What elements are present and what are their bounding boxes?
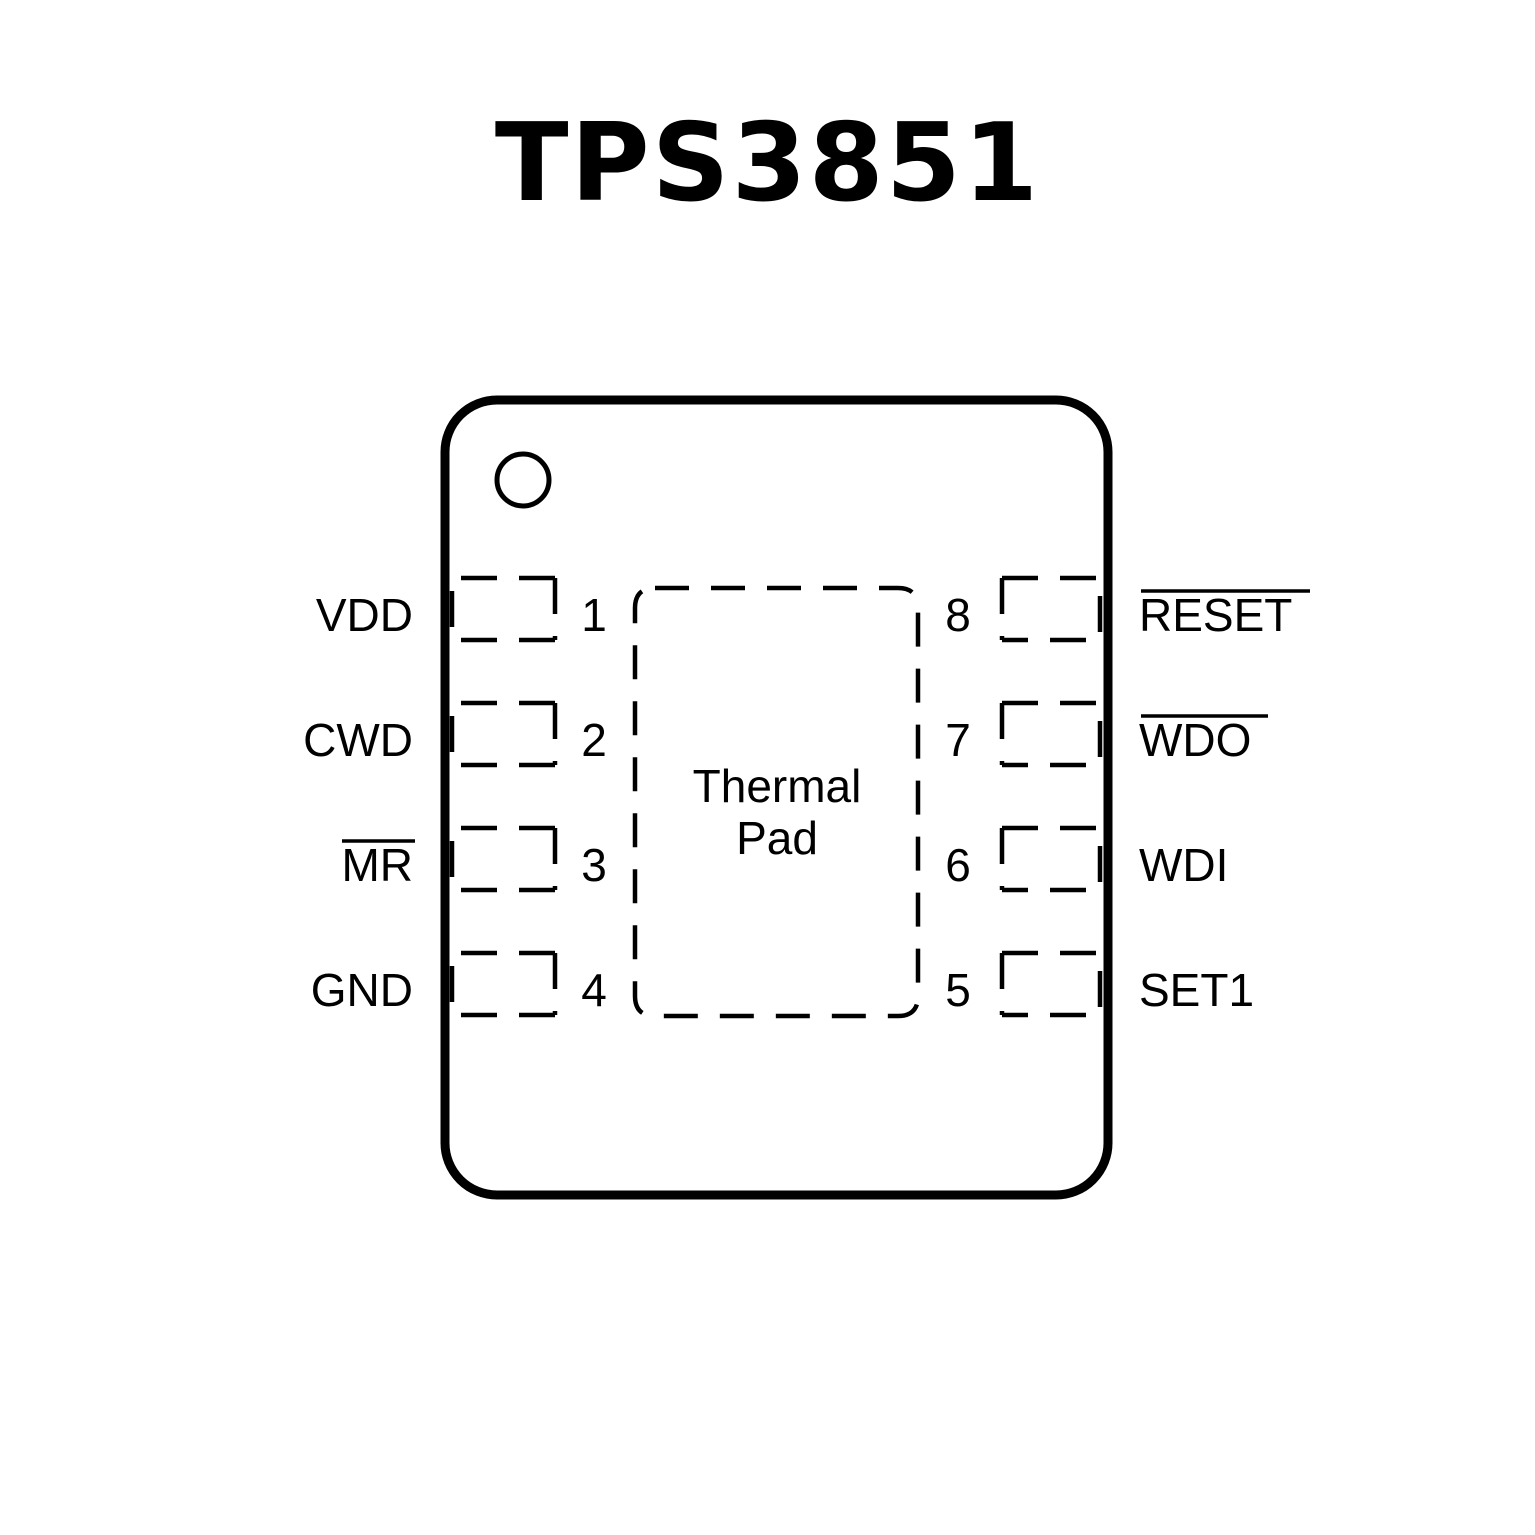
pin-name: WDO [1139, 714, 1251, 766]
pin-pad-outline [999, 950, 1103, 1018]
left-pin-3: MR 3 [341, 825, 607, 893]
thermal-pad-label-line1: Thermal [693, 760, 862, 812]
left-pin-1: VDD 1 [316, 575, 607, 643]
pin-name: VDD [316, 589, 413, 641]
pin-pad-outline [999, 575, 1103, 643]
thermal-pad-label-line2: Pad [736, 812, 818, 864]
right-pin-8: RESET 8 [945, 575, 1310, 643]
left-pin-2: CWD 2 [303, 700, 607, 768]
pin-name: WDI [1139, 839, 1228, 891]
pin-pad-outline [449, 825, 558, 893]
chip-title: TPS3851 [494, 101, 1041, 226]
pin-pad-outline [449, 575, 558, 643]
pin-pad-outline [449, 950, 558, 1018]
pin1-indicator-dot [494, 451, 552, 509]
pin-number: 1 [581, 589, 607, 641]
pin-pad-outline [999, 825, 1103, 893]
pin-number: 8 [945, 589, 971, 641]
pin-name: GND [311, 964, 413, 1016]
thermal-pad-outline [632, 585, 921, 1019]
pin-number: 4 [581, 964, 607, 1016]
right-pin-5: SET1 5 [945, 950, 1254, 1018]
pin-pad-outline [999, 700, 1103, 768]
package-outline [440, 395, 1113, 1200]
left-pin-4: GND 4 [311, 950, 607, 1018]
right-pin-7: WDO 7 [945, 700, 1268, 768]
pin-name: CWD [303, 714, 413, 766]
pin-number: 3 [581, 839, 607, 891]
pin-name: MR [341, 839, 413, 891]
pin-number: 5 [945, 964, 971, 1016]
pin-number: 7 [945, 714, 971, 766]
pin-name: SET1 [1139, 964, 1254, 1016]
pin-pad-outline [449, 700, 558, 768]
right-pin-6: WDI 6 [945, 825, 1228, 893]
pin-name: RESET [1139, 589, 1292, 641]
pin-number: 2 [581, 714, 607, 766]
pin-number: 6 [945, 839, 971, 891]
